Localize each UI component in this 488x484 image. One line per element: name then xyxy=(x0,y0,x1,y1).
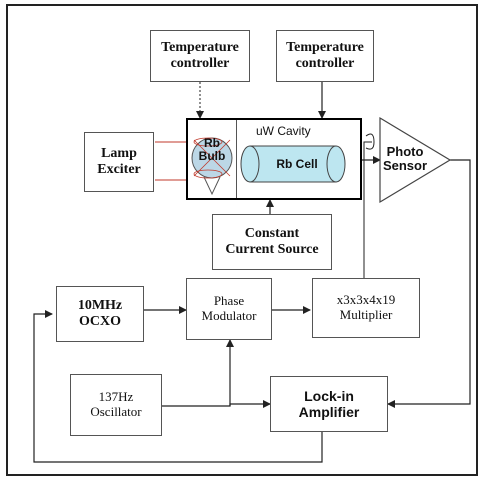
phase-modulator-block: Phase Modulator xyxy=(186,278,272,340)
temperature-controller-2: Temperature controller xyxy=(276,30,374,82)
ocxo-block: 10MHz OCXO xyxy=(56,286,144,342)
rb-bulb-label: Rb Bulb xyxy=(198,136,226,163)
constant-current-source-block: Constant Current Source xyxy=(212,214,332,270)
temperature-controller-1: Temperature controller xyxy=(150,30,250,82)
lockin-to-ocxo-feedback xyxy=(33,310,323,463)
rb-cell-end-left xyxy=(240,145,260,183)
lamp-exciter-block: Lamp Exciter xyxy=(84,132,154,192)
oscillator-block: 137Hz Oscillator xyxy=(70,374,162,436)
rb-cell-end-right xyxy=(326,145,346,183)
uw-cavity-label: uW Cavity xyxy=(256,124,311,138)
multiplier-block: x3x3x4x19 Multiplier xyxy=(312,278,420,338)
rb-cell-label: Rb Cell xyxy=(276,157,318,171)
lockin-amplifier-block: Lock-in Amplifier xyxy=(270,376,388,432)
photo-sensor-triangle xyxy=(379,116,452,204)
multiplier-to-cavity-arrow xyxy=(363,141,372,278)
photo-sensor-label: Photo Sensor xyxy=(382,144,428,174)
sensor-to-lockin-arrow xyxy=(387,159,471,408)
package-divider xyxy=(236,120,237,198)
